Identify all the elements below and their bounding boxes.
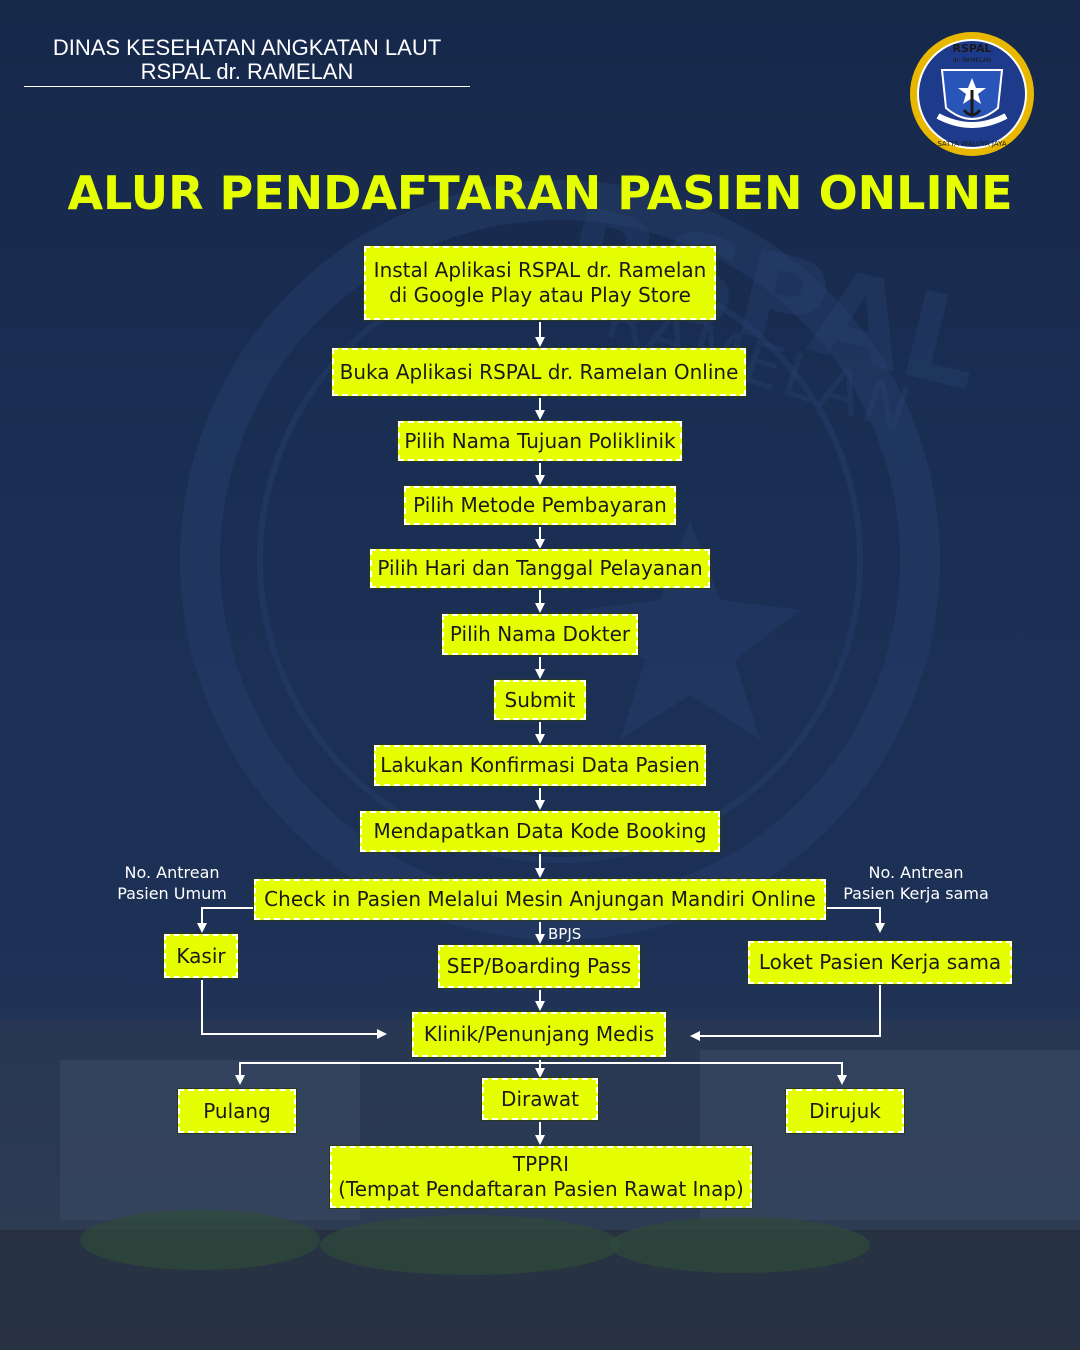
outcome-treated: Dirawat <box>481 1077 599 1121</box>
step-confirm-data-label: Lakukan Konfirmasi Data Pasien <box>380 753 700 777</box>
label-bpjs: BPJS <box>548 925 582 943</box>
page-title: ALUR PENDAFTARAN PASIEN ONLINE <box>67 166 1013 220</box>
step-choose-payment: Pilih Metode Pembayaran <box>403 485 677 526</box>
arrow-checkin-cashier <box>197 907 254 933</box>
arrow-cashier-clinic <box>201 980 387 1039</box>
step-clinic-support: Klinik/Penunjang Medis <box>411 1011 667 1058</box>
svg-text:RSPAL: RSPAL <box>953 42 992 55</box>
label-general-queue-line-1: No. Antrean <box>124 863 220 882</box>
step-choose-doctor-label: Pilih Nama Dokter <box>449 622 631 646</box>
rspal-logo-icon: RSPAL dr. RAMELAN SATYA WALUYA JAYA <box>910 32 1034 156</box>
step-partner-counter: Loket Pasien Kerja sama <box>747 940 1013 985</box>
step-open-app: Buka Aplikasi RSPAL dr. Ramelan Online <box>331 347 747 397</box>
step-choose-date-label: Pilih Hari dan Tanggal Pelayanan <box>377 556 703 580</box>
label-partner-queue: No. Antrean Pasien Kerja sama <box>832 862 1000 904</box>
label-general-queue-line-2: Pasien Umum <box>117 884 227 903</box>
step-choose-payment-label: Pilih Metode Pembayaran <box>413 493 667 517</box>
outcome-referred: Dirujuk <box>785 1088 905 1134</box>
arrow-partner-clinic <box>690 984 881 1041</box>
outcome-referred-label: Dirujuk <box>809 1098 881 1123</box>
step-install-line-1: Instal Aplikasi RSPAL dr. Ramelan <box>373 258 707 282</box>
step-clinic-support-label: Klinik/Penunjang Medis <box>423 1022 655 1046</box>
step-confirm-data: Lakukan Konfirmasi Data Pasien <box>373 744 707 787</box>
org-line-1: DINAS KESEHATAN ANGKATAN LAUT <box>52 35 442 60</box>
label-partner-queue-line-2: Pasien Kerja sama <box>843 884 989 903</box>
step-submit-label: Submit <box>504 687 576 712</box>
step-choose-date: Pilih Hari dan Tanggal Pelayanan <box>369 548 711 589</box>
step-tppri: TPPRI (Tempat Pendaftaran Pasien Rawat I… <box>329 1145 753 1209</box>
step-choose-clinic: Pilih Nama Tujuan Poliklinik <box>397 420 683 462</box>
step-install-app: Instal Aplikasi RSPAL dr. Ramelan di Goo… <box>363 245 717 321</box>
step-checkin-label: Check in Pasien Melalui Mesin Anjungan M… <box>264 887 816 911</box>
step-install-line-2: di Google Play atau Play Store <box>389 283 691 307</box>
step-open-app-label: Buka Aplikasi RSPAL dr. Ramelan Online <box>339 359 739 384</box>
svg-text:SATYA WALUYA JAYA: SATYA WALUYA JAYA <box>937 140 1007 148</box>
arrow-clinic-referred <box>540 1062 847 1085</box>
step-partner-counter-label: Loket Pasien Kerja sama <box>758 950 1002 974</box>
step-tppri-line-2: (Tempat Pendaftaran Pasien Rawat Inap) <box>338 1177 744 1201</box>
step-choose-clinic-label: Pilih Nama Tujuan Poliklinik <box>404 428 676 453</box>
step-sep-boarding-pass: SEP/Boarding Pass <box>437 944 641 989</box>
step-submit: Submit <box>493 679 587 721</box>
organization-name: DINAS KESEHATAN ANGKATAN LAUT RSPAL dr. … <box>24 36 470 84</box>
outcome-treated-label: Dirawat <box>501 1086 579 1111</box>
org-line-2: RSPAL dr. RAMELAN <box>140 59 354 84</box>
label-general-queue: No. Antrean Pasien Umum <box>100 862 244 904</box>
step-booking-code-label: Mendapatkan Data Kode Booking <box>373 819 707 843</box>
step-cashier-label: Kasir <box>176 943 226 968</box>
outcome-go-home-label: Pulang <box>203 1098 271 1123</box>
step-booking-code: Mendapatkan Data Kode Booking <box>359 810 721 853</box>
svg-text:dr. RAMELAN: dr. RAMELAN <box>953 57 992 64</box>
step-tppri-line-1: TPPRI <box>512 1152 570 1176</box>
step-choose-doctor: Pilih Nama Dokter <box>441 613 639 656</box>
header-divider <box>24 86 470 87</box>
step-cashier: Kasir <box>163 933 239 979</box>
step-sep-label: SEP/Boarding Pass <box>446 954 632 978</box>
arrow-checkin-partner <box>826 907 885 933</box>
outcome-go-home: Pulang <box>177 1088 297 1134</box>
step-checkin: Check in Pasien Melalui Mesin Anjungan M… <box>253 878 827 921</box>
label-partner-queue-line-1: No. Antrean <box>868 863 964 882</box>
